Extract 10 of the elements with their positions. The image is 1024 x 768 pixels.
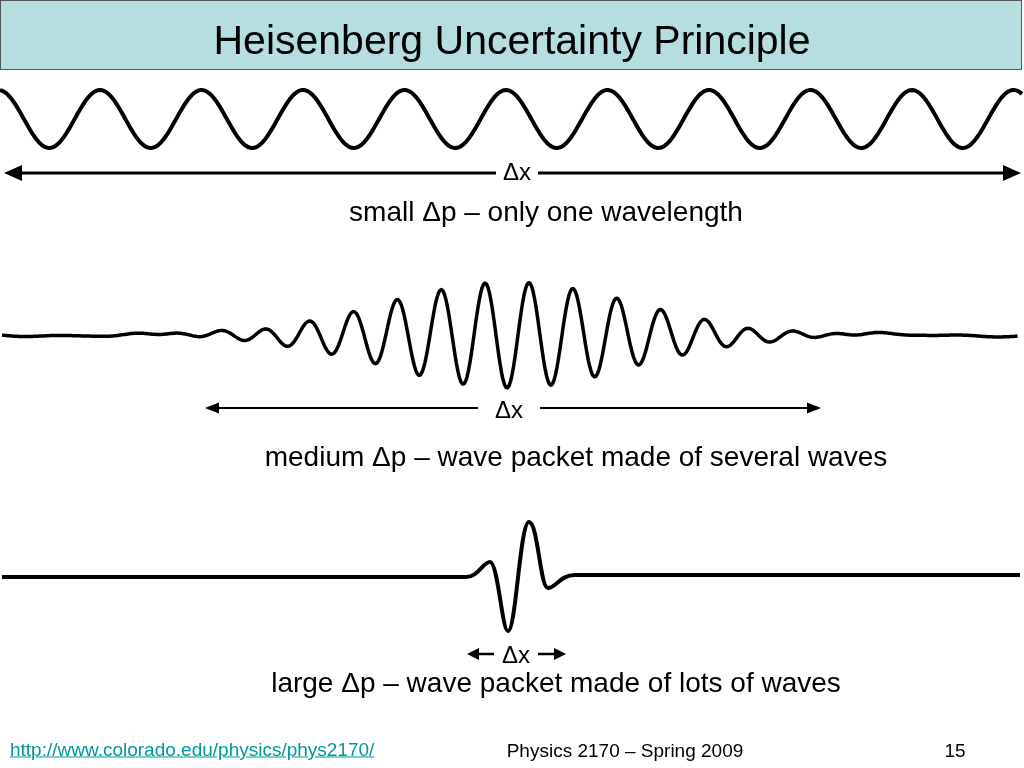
page-number: 15 — [944, 740, 966, 760]
wave-caption: large Δp – wave packet made of lots of waves — [271, 669, 841, 697]
dimension-label: Δx — [502, 643, 530, 667]
footer-text: Physics 2170 – Spring 2009 — [506, 740, 744, 760]
dimension-label: Δx — [503, 160, 531, 184]
course-link: http://www.colorado.edu/physics/phys2170/ — [10, 739, 375, 759]
dimension-label: Δx — [495, 398, 523, 422]
slide-title: Heisenberg Uncertainty Principle — [213, 19, 811, 61]
wave-caption: medium Δp – wave packet made of several waves — [264, 443, 888, 471]
wave-caption: small Δp – only one wavelength — [349, 198, 743, 226]
